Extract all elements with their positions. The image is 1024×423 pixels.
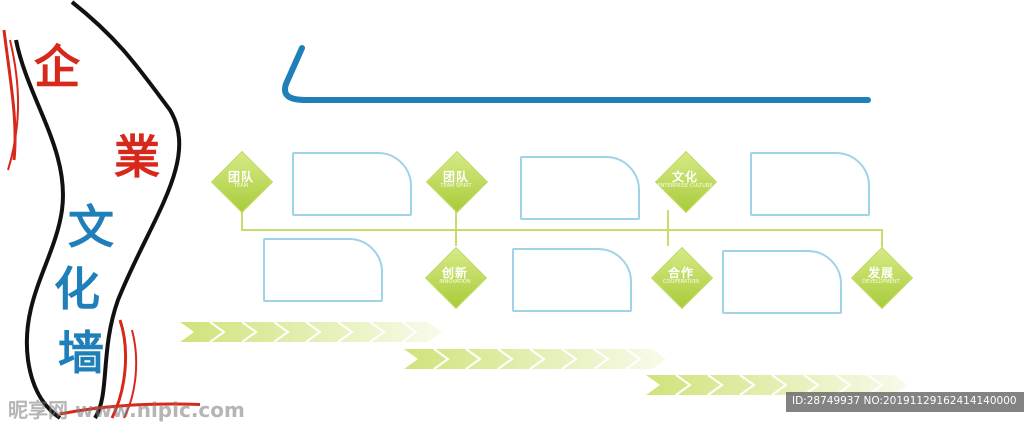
- node-title-4: 创新: [441, 266, 468, 280]
- wall-title-char-2: 業: [114, 130, 160, 184]
- node-sub-4: INNOVATION: [439, 279, 471, 285]
- wall-title-char-5: 墙: [58, 326, 104, 380]
- node-sub-2: TEAM SPIRIT: [440, 183, 472, 189]
- content-box-1: [292, 152, 412, 216]
- node-sub-1: TEAM: [234, 183, 248, 189]
- node-diamond-3: 文化 ENTERPRISE CULTURE: [654, 150, 718, 214]
- connector-drop-2: [455, 210, 457, 246]
- node-diamond-6: 发展 DEVELOPMENT: [850, 246, 914, 310]
- content-box-5: [512, 248, 632, 312]
- node-title-1: 团队: [227, 170, 254, 184]
- content-box-6: [722, 250, 842, 314]
- chevron-strip-1: [180, 322, 442, 342]
- node-title-2: 团队: [442, 170, 469, 184]
- content-box-4: [263, 238, 383, 302]
- wall-swoosh: [2, 0, 200, 420]
- node-sub-5: COOPERATION: [662, 279, 700, 285]
- node-diamond-1: 团队 TEAM: [210, 150, 274, 214]
- node-diamond-2: 团队 TEAM SPIRIT: [425, 150, 489, 214]
- node-diamond-4: 创新 INNOVATION: [424, 246, 488, 310]
- content-box-2: [520, 156, 640, 220]
- connector-main: [241, 229, 883, 231]
- node-sub-6: DEVELOPMENT: [862, 279, 900, 285]
- node-diamond-5: 合作 COOPERATION: [650, 246, 714, 310]
- chevron-strip-3: [646, 375, 908, 395]
- connector-drop-4: [881, 229, 883, 247]
- wall-title-char-3: 文: [68, 200, 114, 254]
- node-sub-3: ENTERPRISE CULTURE: [657, 183, 713, 189]
- wall-title-char-1: 企: [34, 40, 80, 94]
- node-title-6: 发展: [867, 266, 894, 280]
- header-swoosh: [282, 45, 871, 103]
- content-box-3: [750, 152, 870, 216]
- wall-title-char-4: 化: [54, 262, 100, 316]
- chevron-strip-2: [404, 349, 666, 369]
- node-title-5: 合作: [667, 266, 694, 280]
- watermark-logo: 昵享网 www.nipic.com: [8, 398, 245, 422]
- connector-drop-3: [667, 210, 669, 246]
- footer-id-bar: [786, 392, 1024, 412]
- footer-id-text: ID:28749937 NO:20191129162414140000: [792, 395, 1017, 407]
- connector-drop-1: [241, 210, 243, 230]
- node-title-3: 文化: [671, 170, 698, 184]
